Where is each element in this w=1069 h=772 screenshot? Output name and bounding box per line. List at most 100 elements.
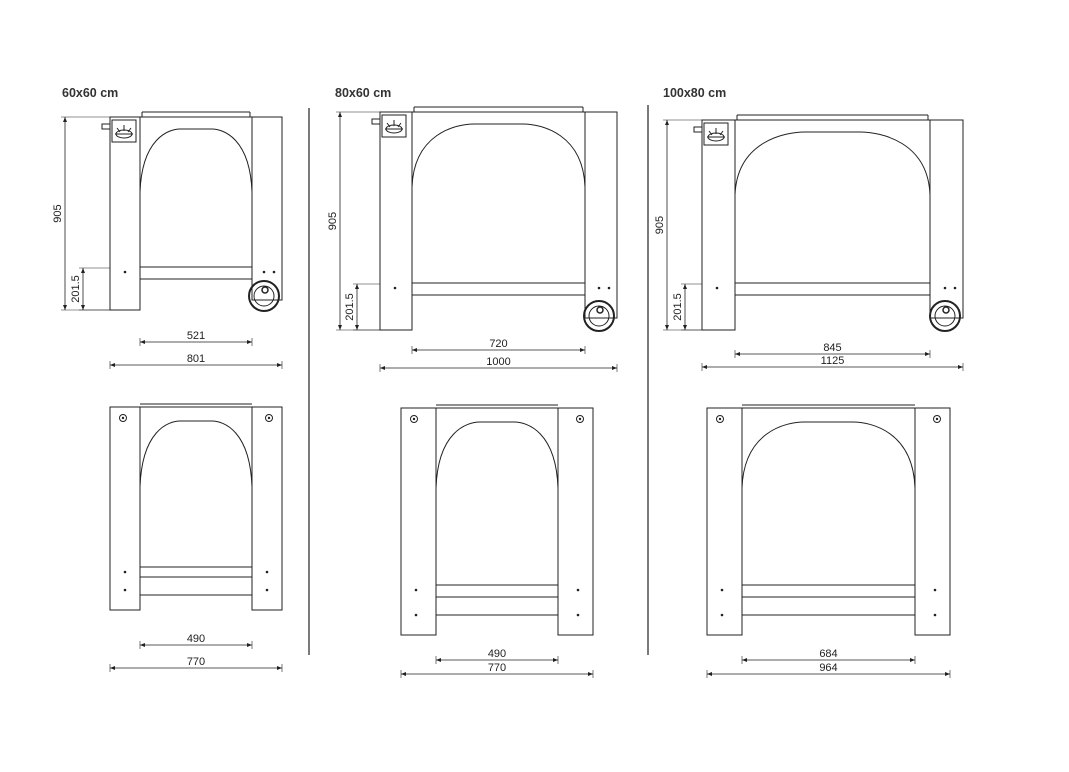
model-2-front-oven-body [734,119,931,284]
model-1-front-total-width-dim-label: 1000 [486,356,510,368]
model-1-back-bolt [414,613,418,617]
model-2-back-screw-center [718,417,722,421]
model-0-front-bolt [272,270,276,274]
model-0-back-bolt [123,570,127,574]
model-1-back-bolt [576,588,580,592]
model-0-front-shelf-height-dim-label: 201.5 [70,275,82,303]
model-0-back-shelf [139,566,253,578]
model-1-front-left-leg [379,111,413,331]
model-1-back-screw-center [412,417,416,421]
model-0-front-arch [139,128,253,193]
model-0-front-height-dim-label: 905 [52,204,64,222]
model-0-back-bolt [265,588,269,592]
model-0-back-screw-center [267,416,271,420]
model-1-back-screw-center [578,417,582,421]
model-0-back-oven-body [139,406,253,568]
model-1-front-wheel-icon-axle [596,306,604,314]
model-2-front-shelf-height-dim-arrows [683,284,687,330]
model-title-60x60: 60x60 cm [62,86,119,100]
model-2-front-thermometer-icon [703,122,729,146]
model-0-back-bolt [123,588,127,592]
model-1-back-bolt [576,613,580,617]
model-title-100x80: 100x80 cm [663,86,727,100]
model-2-back-shelf [741,584,916,598]
model-2-front-bolt [943,286,947,290]
model-1-front-height-dim-label: 905 [327,212,339,230]
model-1-back-arch [435,421,559,489]
model-2-back-screw-icon [933,415,941,423]
model-2-front-bolt [715,286,719,290]
model-2-back-left-leg [706,407,743,636]
model-title-80x60: 80x60 cm [335,86,392,100]
model-2-front-arch [734,131,931,196]
model-1-front-bolt [597,286,601,290]
model-0-back-right-leg [251,406,283,611]
model-0-back-bolt [265,570,269,574]
model-2-back-arch [741,421,916,489]
model-0-back-inner-width-dim-label: 490 [187,633,205,645]
model-1-front-inner-width-dim-label: 720 [489,338,507,350]
model-2-back-bolt [720,613,724,617]
model-0-front-thermometer-icon-marks [115,125,133,135]
model-2-front-handle [693,126,703,133]
model-1-front-shelf-height-dim-arrows [355,284,359,330]
model-1-front-bolt [607,286,611,290]
model-2-front-wheel-icon-axle [942,306,950,314]
model-1-front-wheel-icon-hub [588,305,610,327]
model-1-front-thermometer-icon-marks [385,120,403,130]
model-2-back-inner-width-dim-label: 684 [819,648,837,660]
model-2-front-thermometer-icon-dial [707,132,725,142]
model-2-front-wheel-icon-hub [934,305,956,327]
model-0-front-total-width-dim-label: 801 [187,353,205,365]
model-0-back-total-width-dim-label: 770 [187,656,205,668]
model-0-front-wheel-icon-hub [253,285,275,307]
model-2-back-bolt [933,588,937,592]
model-1-front-shelf [411,282,586,296]
model-0-front-handle [101,123,111,130]
model-1-back-shelf [435,584,559,598]
model-0-back-arch [139,420,253,488]
model-0-front-shelf [139,266,253,280]
model-2-front-height-dim-label: 905 [654,216,666,234]
model-1-back-screw-icon [410,415,418,423]
model-0-front-left-leg [109,116,141,311]
model-1-front-arch [411,123,586,188]
model-0-back-left-leg [109,406,141,611]
model-2-back-screw-icon [716,415,724,423]
model-2-front-inner-width-dim-label: 845 [823,342,841,354]
model-2-front-wheel-icon [929,300,961,332]
model-1-front-thermometer-icon-dial [385,124,403,134]
model-2-front-bolt [953,286,957,290]
model-1-front-wheel-icon [583,300,615,332]
model-2-front-shelf [734,282,931,296]
model-1-front-thermometer-icon [381,114,407,138]
model-2-front-shelf-height-dim-label: 201.5 [672,293,684,321]
model-0-front-shelf-height-dim-arrows [81,268,85,310]
model-1-back-right-leg [557,407,594,636]
model-0-front-bolt [262,270,266,274]
model-0-front-inner-width-dim-label: 521 [187,330,205,342]
model-2-back-right-leg [914,407,951,636]
model-0-front-wheel-icon-axle [261,286,269,294]
model-2-back-screw-center [935,417,939,421]
model-2-front-total-width-dim-label: 1125 [821,355,845,367]
model-1-back-total-width-dim-label: 770 [488,662,506,674]
model-1-back-inner-width-dim-label: 490 [488,648,506,660]
model-2-back-oven-body [741,407,916,586]
model-0-back-screw-icon [265,414,273,422]
model-1-back-screw-icon [576,415,584,423]
model-0-front-wheel-icon [248,280,280,312]
model-2-back-total-width-dim-label: 964 [819,662,837,674]
model-2-back-bolt [720,588,724,592]
model-1-front-shelf-height-dim-label: 201.5 [344,293,356,321]
model-0-front-thermometer-icon [111,119,137,143]
model-1-front-right-leg [584,111,618,319]
model-1-back-left-leg [400,407,437,636]
model-2-front-right-leg [929,119,964,319]
model-0-front-thermometer-icon-dial [115,129,133,139]
model-0-front-right-leg [251,116,283,301]
model-0-back-screw-center [121,416,125,420]
model-2-front-left-leg [701,119,736,331]
model-1-back-bolt [414,588,418,592]
